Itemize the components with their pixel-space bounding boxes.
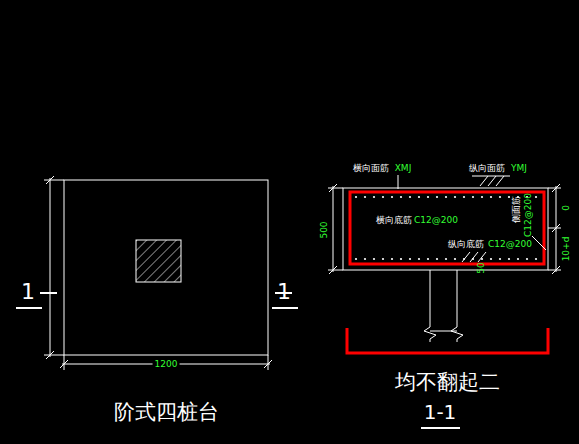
dimension-tick <box>60 360 68 368</box>
extension-line <box>328 270 343 271</box>
rebar-spec: C12@200 <box>524 193 533 237</box>
dimension-tick <box>46 176 54 184</box>
leader-line <box>480 176 488 186</box>
break-line <box>430 331 457 332</box>
section-mark <box>16 307 42 309</box>
rebar-label: 横向面筋 <box>353 164 389 173</box>
rebar-label: 横向底筋 <box>376 216 412 225</box>
section-title-underline <box>421 427 460 429</box>
extension-line <box>268 355 269 370</box>
column-section <box>136 240 181 282</box>
leader-line <box>478 252 486 262</box>
dimension-text: 50 <box>477 262 486 273</box>
rebar-spec: C12@200 <box>414 216 458 225</box>
pile-rebar-bracket <box>347 328 548 353</box>
extension-line <box>548 270 561 271</box>
dimension-tick <box>264 360 272 368</box>
leader-line <box>532 236 546 250</box>
rebar-spec: C12@200 <box>488 240 532 249</box>
rebar-code: YMJ <box>511 164 527 173</box>
pile-cap-outline <box>64 180 268 355</box>
dimension-tick <box>329 266 337 274</box>
section-number: 1 <box>277 281 291 303</box>
dimension-tick <box>329 184 337 192</box>
extension-line <box>328 188 343 189</box>
rebar-outline <box>350 192 544 264</box>
extension-line <box>548 188 561 189</box>
rebar-code: XMJ <box>395 164 412 173</box>
pile-cap-section <box>343 188 548 270</box>
dimension-text: 500 <box>320 221 329 238</box>
rebar-label: 纵向底筋 <box>448 240 484 249</box>
section-mark <box>272 307 298 309</box>
section-note: 均不翻起二 <box>395 372 500 393</box>
section-mark <box>40 292 57 294</box>
dimension-text: 10+d <box>562 237 571 262</box>
dimension-line <box>333 186 334 272</box>
leader-line <box>470 252 478 262</box>
dimension-tick <box>552 266 560 274</box>
dimension-tick <box>552 224 560 232</box>
leader-line <box>462 252 470 262</box>
extension-line <box>44 355 64 356</box>
leader-line <box>398 175 399 189</box>
leader-line <box>496 176 504 186</box>
dimension-tick <box>46 351 54 359</box>
dimension-text: 0 <box>562 205 571 211</box>
section-number: 1 <box>21 281 35 303</box>
plan-view <box>16 176 298 370</box>
rebar-label: 纵向面筋 <box>469 164 505 173</box>
section-view <box>328 175 561 428</box>
rebar-dots <box>355 196 537 260</box>
drawing-title: 阶式四桩台 <box>114 402 219 423</box>
rebar-label: 侧面筋 <box>512 196 521 223</box>
dimension-line <box>50 178 51 357</box>
extension-line <box>44 180 64 181</box>
dimension-tick <box>552 184 560 192</box>
dimension-text: 1200 <box>153 360 180 369</box>
extension-line <box>548 228 561 229</box>
extension-line <box>64 355 65 370</box>
section-title: 1-1 <box>424 402 457 422</box>
leader-line <box>488 176 496 186</box>
